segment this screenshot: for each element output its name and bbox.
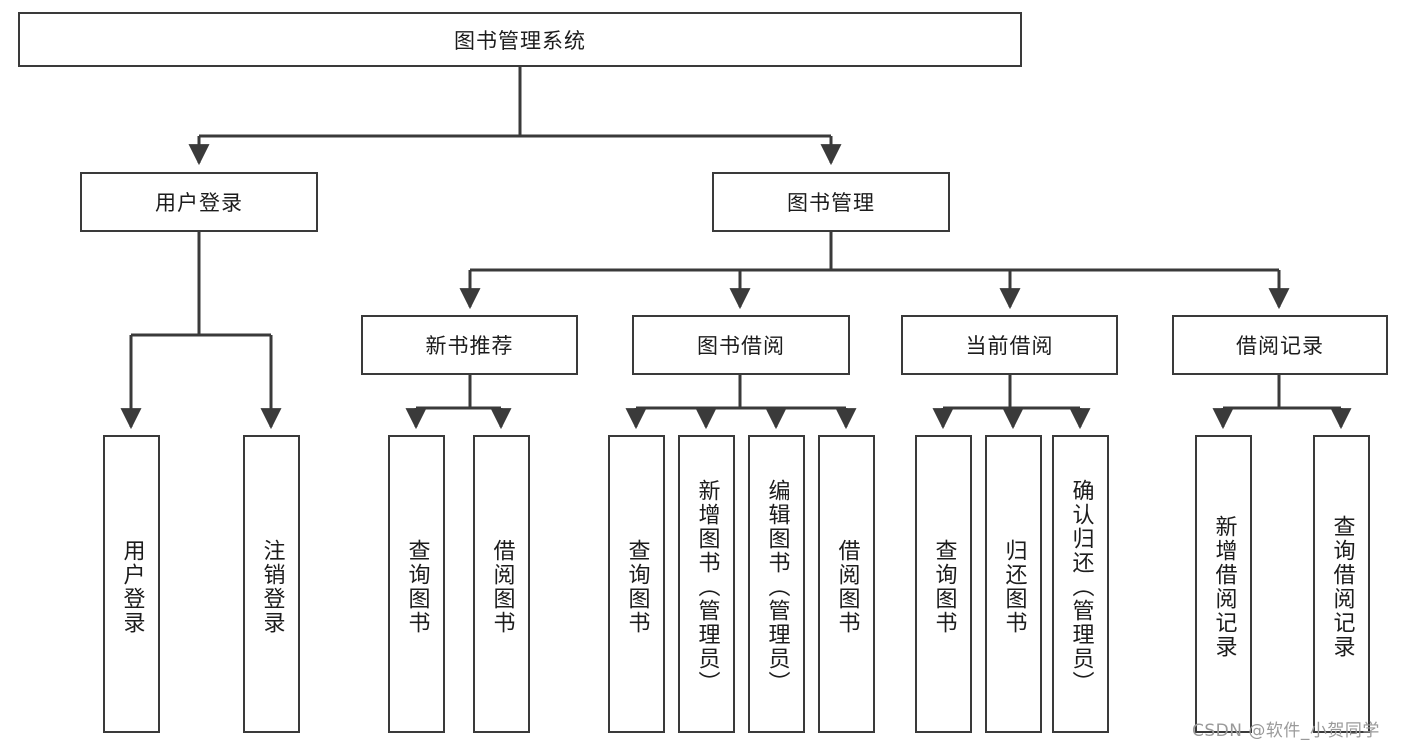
leaf-add-borrow-record-label: 新增借阅记录 [1211, 515, 1237, 659]
leaf-add-book-admin-label: 新增图书（管理员） [694, 479, 720, 695]
leaf-add-book-admin[interactable]: 新增图书（管理员） [678, 435, 735, 733]
leaf-return-books-label: 归还图书 [1001, 539, 1027, 635]
node-current-borrowing-label: 当前借阅 [965, 334, 1054, 358]
node-book-management-label: 图书管理 [787, 191, 875, 215]
leaf-borrow-books-label: 借阅图书 [834, 539, 860, 635]
node-new-book-recommendation[interactable]: 新书推荐 [361, 315, 578, 375]
leaf-query-books-current-label: 查询图书 [931, 539, 957, 635]
node-book-management[interactable]: 图书管理 [712, 172, 950, 232]
leaf-borrow-books[interactable]: 借阅图书 [818, 435, 875, 733]
leaf-edit-book-admin[interactable]: 编辑图书（管理员） [748, 435, 805, 733]
leaf-query-books-borrow-label: 查询图书 [624, 539, 650, 635]
leaf-edit-book-admin-label: 编辑图书（管理员） [764, 479, 790, 695]
node-user-login[interactable]: 用户登录 [80, 172, 318, 232]
leaf-borrow-books-new[interactable]: 借阅图书 [473, 435, 530, 733]
node-new-book-recommendation-label: 新书推荐 [425, 334, 514, 358]
leaf-query-borrow-record[interactable]: 查询借阅记录 [1313, 435, 1370, 733]
leaf-confirm-return-admin[interactable]: 确认归还（管理员） [1052, 435, 1109, 733]
leaf-user-login[interactable]: 用户登录 [103, 435, 160, 733]
node-root[interactable]: 图书管理系统 [18, 12, 1022, 67]
node-borrowing-records-label: 借阅记录 [1236, 334, 1324, 358]
leaf-query-books-borrow[interactable]: 查询图书 [608, 435, 665, 733]
leaf-query-books-new[interactable]: 查询图书 [388, 435, 445, 733]
node-root-label: 图书管理系统 [454, 28, 586, 53]
leaf-logout-label: 注销登录 [259, 539, 285, 635]
leaf-add-borrow-record[interactable]: 新增借阅记录 [1195, 435, 1252, 733]
node-user-login-label: 用户登录 [155, 191, 243, 215]
leaf-return-books[interactable]: 归还图书 [985, 435, 1042, 733]
node-current-borrowing[interactable]: 当前借阅 [901, 315, 1118, 375]
node-borrowing-records[interactable]: 借阅记录 [1172, 315, 1388, 375]
node-book-borrowing[interactable]: 图书借阅 [632, 315, 850, 375]
leaf-query-books-current[interactable]: 查询图书 [915, 435, 972, 733]
node-book-borrowing-label: 图书借阅 [697, 334, 785, 358]
leaf-logout[interactable]: 注销登录 [243, 435, 300, 733]
csdn-watermark: CSDN @软件_小贺同学 [1192, 721, 1380, 741]
leaf-user-login-label: 用户登录 [119, 539, 145, 635]
leaf-query-books-new-label: 查询图书 [404, 539, 430, 635]
leaf-confirm-return-admin-label: 确认归还（管理员） [1068, 479, 1094, 695]
leaf-borrow-books-new-label: 借阅图书 [489, 539, 515, 635]
leaf-query-borrow-record-label: 查询借阅记录 [1329, 515, 1355, 659]
